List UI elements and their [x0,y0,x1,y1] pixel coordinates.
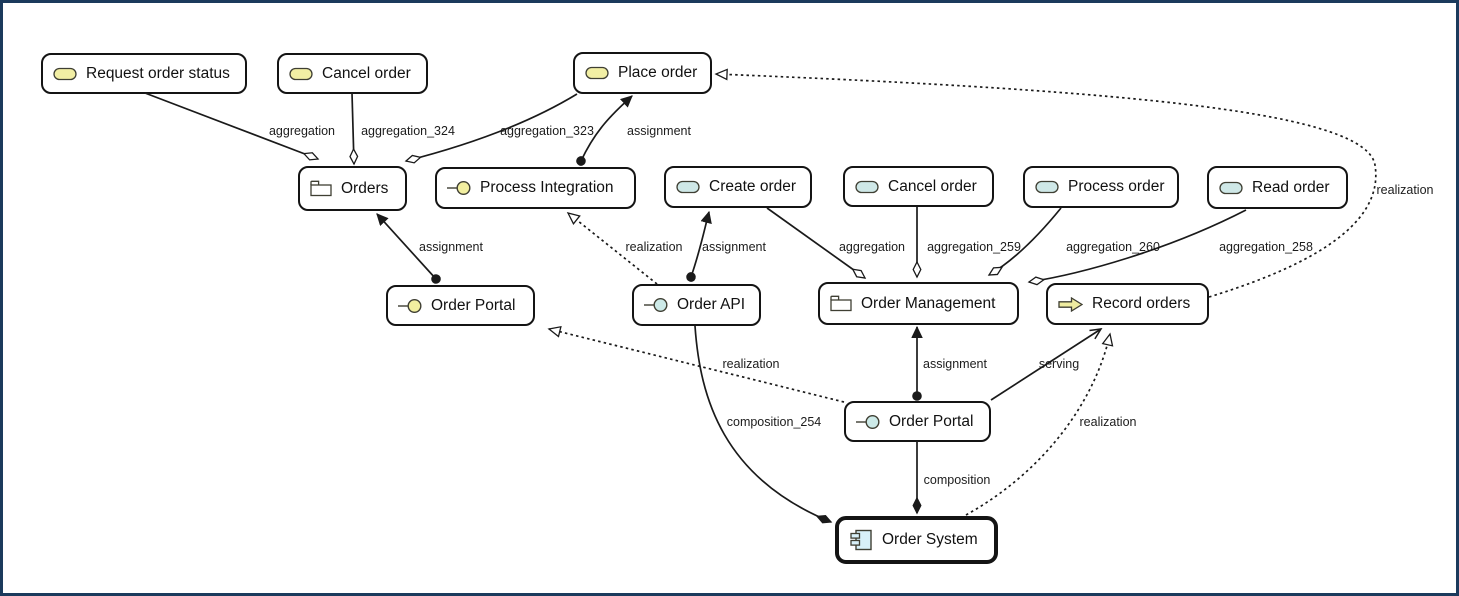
application-service-icon [1219,181,1243,195]
edge-create-order-to-order-management[interactable] [766,207,867,279]
node-label: Create order [709,178,797,195]
node-label: Order Portal [889,412,974,430]
node-read-order[interactable]: Read order [1207,166,1348,209]
node-label: Orders [341,179,389,197]
edge-label-e11: aggregation_258 [1219,240,1313,254]
edge-record-orders-to-place-order[interactable] [714,68,1377,298]
edge-order-api-to-order-system[interactable] [694,325,833,524]
product-folder-icon [830,295,852,312]
node-label: Cancel order [322,64,411,82]
edges-layer [144,68,1377,524]
node-orders[interactable]: Orders [298,166,407,211]
application-service-icon [676,180,700,194]
node-record-orders[interactable]: Record orders [1046,283,1209,325]
edge-label-e7: assignment [702,240,766,254]
node-label: Order System [882,531,978,548]
node-label: Read order [1252,178,1330,196]
edge-label-e1: aggregation_324 [361,124,455,138]
node-process-order[interactable]: Process order [1023,166,1179,208]
node-cancel-order-mid[interactable]: Cancel order [843,166,994,207]
edge-label-e10: aggregation_260 [1066,240,1160,254]
edge-label-e16: composition [923,473,991,487]
node-cancel-order-top[interactable]: Cancel order [277,53,428,94]
edge-place-order-to-orders[interactable] [404,93,578,164]
interface-yellow-icon [447,178,471,198]
edge-label-e8: aggregation [838,240,906,254]
edge-order-portal-top-to-orders[interactable] [377,214,436,279]
node-place-order[interactable]: Place order [573,52,712,94]
node-create-order[interactable]: Create order [664,166,812,208]
node-label: Order API [677,296,746,313]
edge-read-order-to-order-management[interactable] [1027,209,1247,286]
edge-label-e17: realization [1079,415,1137,429]
node-order-management[interactable]: Order Management [818,282,1019,325]
component-icon [849,529,873,551]
edge-process-integration-to-place-order[interactable] [581,96,632,161]
edge-label-e2: aggregation_323 [500,124,594,138]
interface-cyan-icon [856,412,880,432]
edge-order-api-to-process-integration[interactable] [566,212,658,285]
business-service-icon [585,66,609,80]
node-order-api[interactable]: Order API [632,284,761,326]
edge-request-order-status-to-orders[interactable] [144,92,320,161]
process-arrow-icon [1058,296,1083,312]
node-order-portal-top[interactable]: Order Portal [386,285,535,326]
edge-label-e6: realization [625,240,683,254]
edge-order-api-to-create-order[interactable] [691,212,709,277]
edge-label-e9: aggregation_259 [927,240,1021,254]
node-label: Process Integration [480,179,614,196]
interface-cyan-icon [644,295,668,315]
node-label: Order Portal [431,296,516,314]
edge-order-portal-bottom-to-record-orders[interactable] [990,328,1103,401]
node-order-system[interactable]: Order System [835,516,998,564]
node-process-integration[interactable]: Process Integration [435,167,636,209]
edge-order-system-to-record-orders[interactable] [965,332,1114,516]
edge-label-e15: composition_254 [726,415,822,429]
edge-order-portal-bottom-to-order-portal-top[interactable] [547,325,845,403]
edge-label-e0: aggregation [268,124,336,138]
application-service-icon [855,180,879,194]
product-folder-icon [310,180,332,197]
node-label: Request order status [86,64,230,82]
edge-process-order-to-order-management[interactable] [987,207,1062,276]
edge-label-e13: serving [1038,357,1080,371]
edge-label-e4: realization [1376,183,1434,197]
node-label: Place order [618,64,698,81]
node-request-order-status[interactable]: Request order status [41,53,247,94]
business-service-icon [53,67,77,81]
edge-label-e12: assignment [923,357,987,371]
node-label: Process order [1068,178,1165,195]
business-service-icon [289,67,313,81]
node-label: Record orders [1092,295,1191,312]
edge-cancel-order-top-to-orders[interactable] [349,92,359,166]
node-label: Cancel order [888,177,977,195]
interface-yellow-icon [398,296,422,316]
node-order-portal-bottom[interactable]: Order Portal [844,401,991,442]
edge-label-e14: realization [722,357,780,371]
edge-label-e3: assignment [627,124,691,138]
application-service-icon [1035,180,1059,194]
edge-label-e5: assignment [419,240,483,254]
node-label: Order Management [861,294,996,312]
